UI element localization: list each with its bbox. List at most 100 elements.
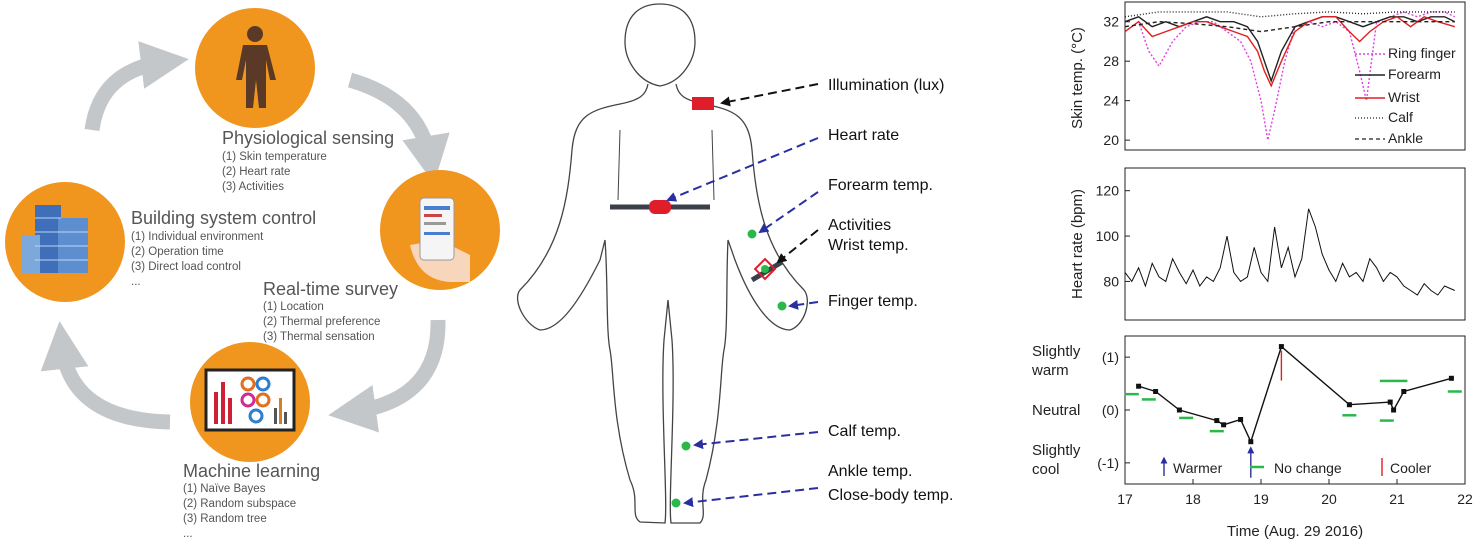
building-title: Building system control bbox=[131, 208, 316, 228]
vote-point bbox=[1388, 400, 1393, 405]
ylabel-slightly-warm-2: warm bbox=[1031, 362, 1069, 379]
thermal-vote-legend: Warmer No change Cooler bbox=[1164, 458, 1432, 476]
legend-cooler: Cooler bbox=[1390, 460, 1432, 476]
vote-point bbox=[1153, 389, 1158, 394]
y-tick-label: 20 bbox=[1103, 132, 1119, 148]
wrist-pointer bbox=[778, 230, 818, 262]
cycle-diagram: Physiological sensing (1) Skin temperatu… bbox=[5, 8, 500, 540]
ml-item: (2) Random subspace bbox=[183, 498, 296, 510]
wrist-temp-dot bbox=[761, 265, 769, 273]
heart-rate-ylabel: Heart rate (bpm) bbox=[1069, 189, 1086, 299]
body-diagram: Illumination (lux) Heart rate Forearm te… bbox=[518, 4, 954, 523]
ylabel-slightly-warm-1: Slightly bbox=[1032, 343, 1081, 360]
legend-forearm: Forearm bbox=[1388, 66, 1441, 82]
finger-temp-dot bbox=[778, 302, 787, 311]
y-tick-label: (0) bbox=[1102, 402, 1119, 418]
thermal-vote-series bbox=[1136, 344, 1454, 444]
physio-item: (1) Skin temperature bbox=[222, 151, 327, 163]
x-tick-label: 19 bbox=[1253, 491, 1269, 507]
survey-title: Real-time survey bbox=[263, 279, 398, 299]
y-tick-label: 28 bbox=[1103, 53, 1119, 69]
node-realtime-survey: Real-time survey (1) Location (2) Therma… bbox=[263, 170, 500, 343]
x-tick-label: 22 bbox=[1457, 491, 1473, 507]
ylabel-slightly-cool-2: cool bbox=[1032, 461, 1060, 478]
calf-pointer bbox=[695, 432, 818, 445]
heart-rate-chart: Heart rate (bpm) 80 100 120 bbox=[1069, 168, 1465, 320]
label-forearm: Forearm temp. bbox=[828, 177, 933, 194]
y-tick-label: 24 bbox=[1103, 93, 1119, 109]
cycle-arrow-left-bottom bbox=[62, 345, 170, 422]
vote-point bbox=[1449, 376, 1454, 381]
node-physiological-sensing: Physiological sensing (1) Skin temperatu… bbox=[195, 8, 394, 193]
legend-ring-finger: Ring finger bbox=[1388, 45, 1456, 61]
label-wrist: Wrist temp. bbox=[828, 237, 909, 254]
y-tick-label: 32 bbox=[1103, 14, 1119, 30]
building-item: (3) Direct load control bbox=[131, 261, 241, 273]
y-tick-label: 100 bbox=[1096, 228, 1120, 244]
skin-temp-legend: Ring finger Forearm Wrist Calf Ankle bbox=[1355, 45, 1456, 146]
vote-point bbox=[1391, 408, 1396, 413]
vote-point bbox=[1221, 422, 1226, 427]
body-inner-line bbox=[618, 130, 620, 200]
illumination-pointer bbox=[722, 84, 818, 103]
body-outline bbox=[518, 4, 808, 523]
legend-ankle: Ankle bbox=[1388, 130, 1423, 146]
building-item: ... bbox=[131, 276, 141, 288]
heart-rate-series bbox=[1125, 209, 1455, 295]
x-tick-label: 18 bbox=[1185, 491, 1201, 507]
vote-point bbox=[1279, 344, 1284, 349]
vote-point bbox=[1136, 384, 1141, 389]
legend-wrist: Wrist bbox=[1388, 89, 1420, 105]
label-finger: Finger temp. bbox=[828, 293, 918, 310]
vote-point bbox=[1177, 408, 1182, 413]
x-axis-label: Time (Aug. 29 2016) bbox=[1227, 523, 1363, 540]
physio-item: (2) Heart rate bbox=[222, 166, 290, 178]
y-tick-label: (1) bbox=[1102, 349, 1119, 365]
illumination-sensor bbox=[692, 97, 714, 110]
ml-item: (1) Naïve Bayes bbox=[183, 483, 266, 495]
physio-title: Physiological sensing bbox=[222, 128, 394, 148]
legend-warmer: Warmer bbox=[1173, 460, 1223, 476]
legend-calf: Calf bbox=[1388, 109, 1413, 125]
x-tick-label: 21 bbox=[1389, 491, 1405, 507]
vote-point bbox=[1214, 418, 1219, 423]
label-close-body: Close-body temp. bbox=[828, 487, 953, 504]
survey-item: (2) Thermal preference bbox=[263, 316, 380, 328]
label-illumination: Illumination (lux) bbox=[828, 77, 944, 94]
ml-item: ... bbox=[183, 528, 193, 540]
vote-point bbox=[1347, 402, 1352, 407]
body-inner-line bbox=[712, 130, 714, 200]
label-activities: Activities bbox=[828, 217, 891, 234]
dashboard-icon bbox=[206, 370, 294, 430]
ml-title: Machine learning bbox=[183, 461, 320, 481]
ylabel-neutral: Neutral bbox=[1032, 402, 1080, 419]
calf-temp-dot bbox=[682, 442, 691, 451]
ankle-temp-dot bbox=[672, 499, 681, 508]
y-tick-label: 120 bbox=[1096, 183, 1120, 199]
skin-temp-ylabel: Skin temp. (°C) bbox=[1069, 27, 1086, 129]
label-heart-rate: Heart rate bbox=[828, 127, 899, 144]
forearm-temp-dot bbox=[748, 230, 757, 239]
skin-temp-chart: Skin temp. (°C) 20 24 28 32 Ring finger For… bbox=[1069, 2, 1465, 150]
finger-pointer bbox=[790, 302, 818, 306]
y-tick-label: (-1) bbox=[1097, 455, 1119, 471]
label-ankle: Ankle temp. bbox=[828, 463, 912, 480]
legend-no-change: No change bbox=[1274, 460, 1342, 476]
y-tick-label: 80 bbox=[1103, 273, 1119, 289]
vote-point bbox=[1238, 417, 1243, 422]
vote-point bbox=[1401, 389, 1406, 394]
thermal-vote-chart: Slightly warm Neutral Slightly cool (1) (… bbox=[1031, 336, 1473, 540]
series-line bbox=[1139, 347, 1452, 442]
x-tick-label: 17 bbox=[1117, 491, 1133, 507]
charts-panel: Skin temp. (°C) 20 24 28 32 Ring finger For… bbox=[1031, 2, 1473, 540]
ylabel-slightly-cool-1: Slightly bbox=[1032, 442, 1081, 459]
physio-item: (3) Activities bbox=[222, 181, 284, 193]
survey-item: (1) Location bbox=[263, 301, 324, 313]
ankle-pointer bbox=[685, 488, 818, 503]
heart-rate-frame bbox=[1125, 168, 1465, 320]
forearm-pointer bbox=[760, 192, 818, 232]
ml-item: (3) Random tree bbox=[183, 513, 267, 525]
building-item: (2) Operation time bbox=[131, 246, 224, 258]
